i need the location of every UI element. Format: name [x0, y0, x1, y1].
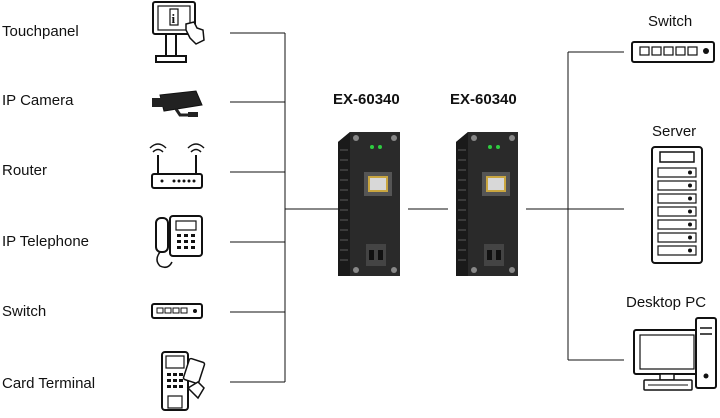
label-card-terminal: Card Terminal — [2, 375, 95, 392]
ip-camera-icon — [152, 90, 203, 117]
desktop-pc-icon — [633, 317, 717, 391]
card-terminal-icon — [161, 351, 206, 411]
media-converter-icon-2 — [456, 132, 518, 276]
svg-text:i: i — [172, 11, 176, 26]
left-connection-lines — [230, 32, 338, 383]
converter-2-label: EX-60340 — [450, 91, 517, 108]
label-switch-right: Switch — [648, 13, 692, 30]
label-router: Router — [2, 162, 47, 179]
label-ip-telephone: IP Telephone — [2, 233, 89, 250]
ip-telephone-icon — [155, 215, 203, 269]
media-converter-icon-1 — [338, 132, 400, 276]
touchpanel-icon: i — [152, 1, 205, 63]
converter-1-label: EX-60340 — [333, 91, 400, 108]
label-switch-left: Switch — [2, 303, 46, 320]
label-server: Server — [652, 123, 696, 140]
right-connection-lines — [408, 51, 624, 361]
switch-icon-left — [151, 303, 203, 319]
server-rack-icon — [651, 146, 703, 264]
label-desktop-pc: Desktop PC — [626, 294, 706, 311]
switch-icon-right — [631, 41, 715, 63]
label-ip-camera: IP Camera — [2, 92, 74, 109]
router-icon — [149, 143, 205, 189]
label-touchpanel: Touchpanel — [2, 23, 79, 40]
